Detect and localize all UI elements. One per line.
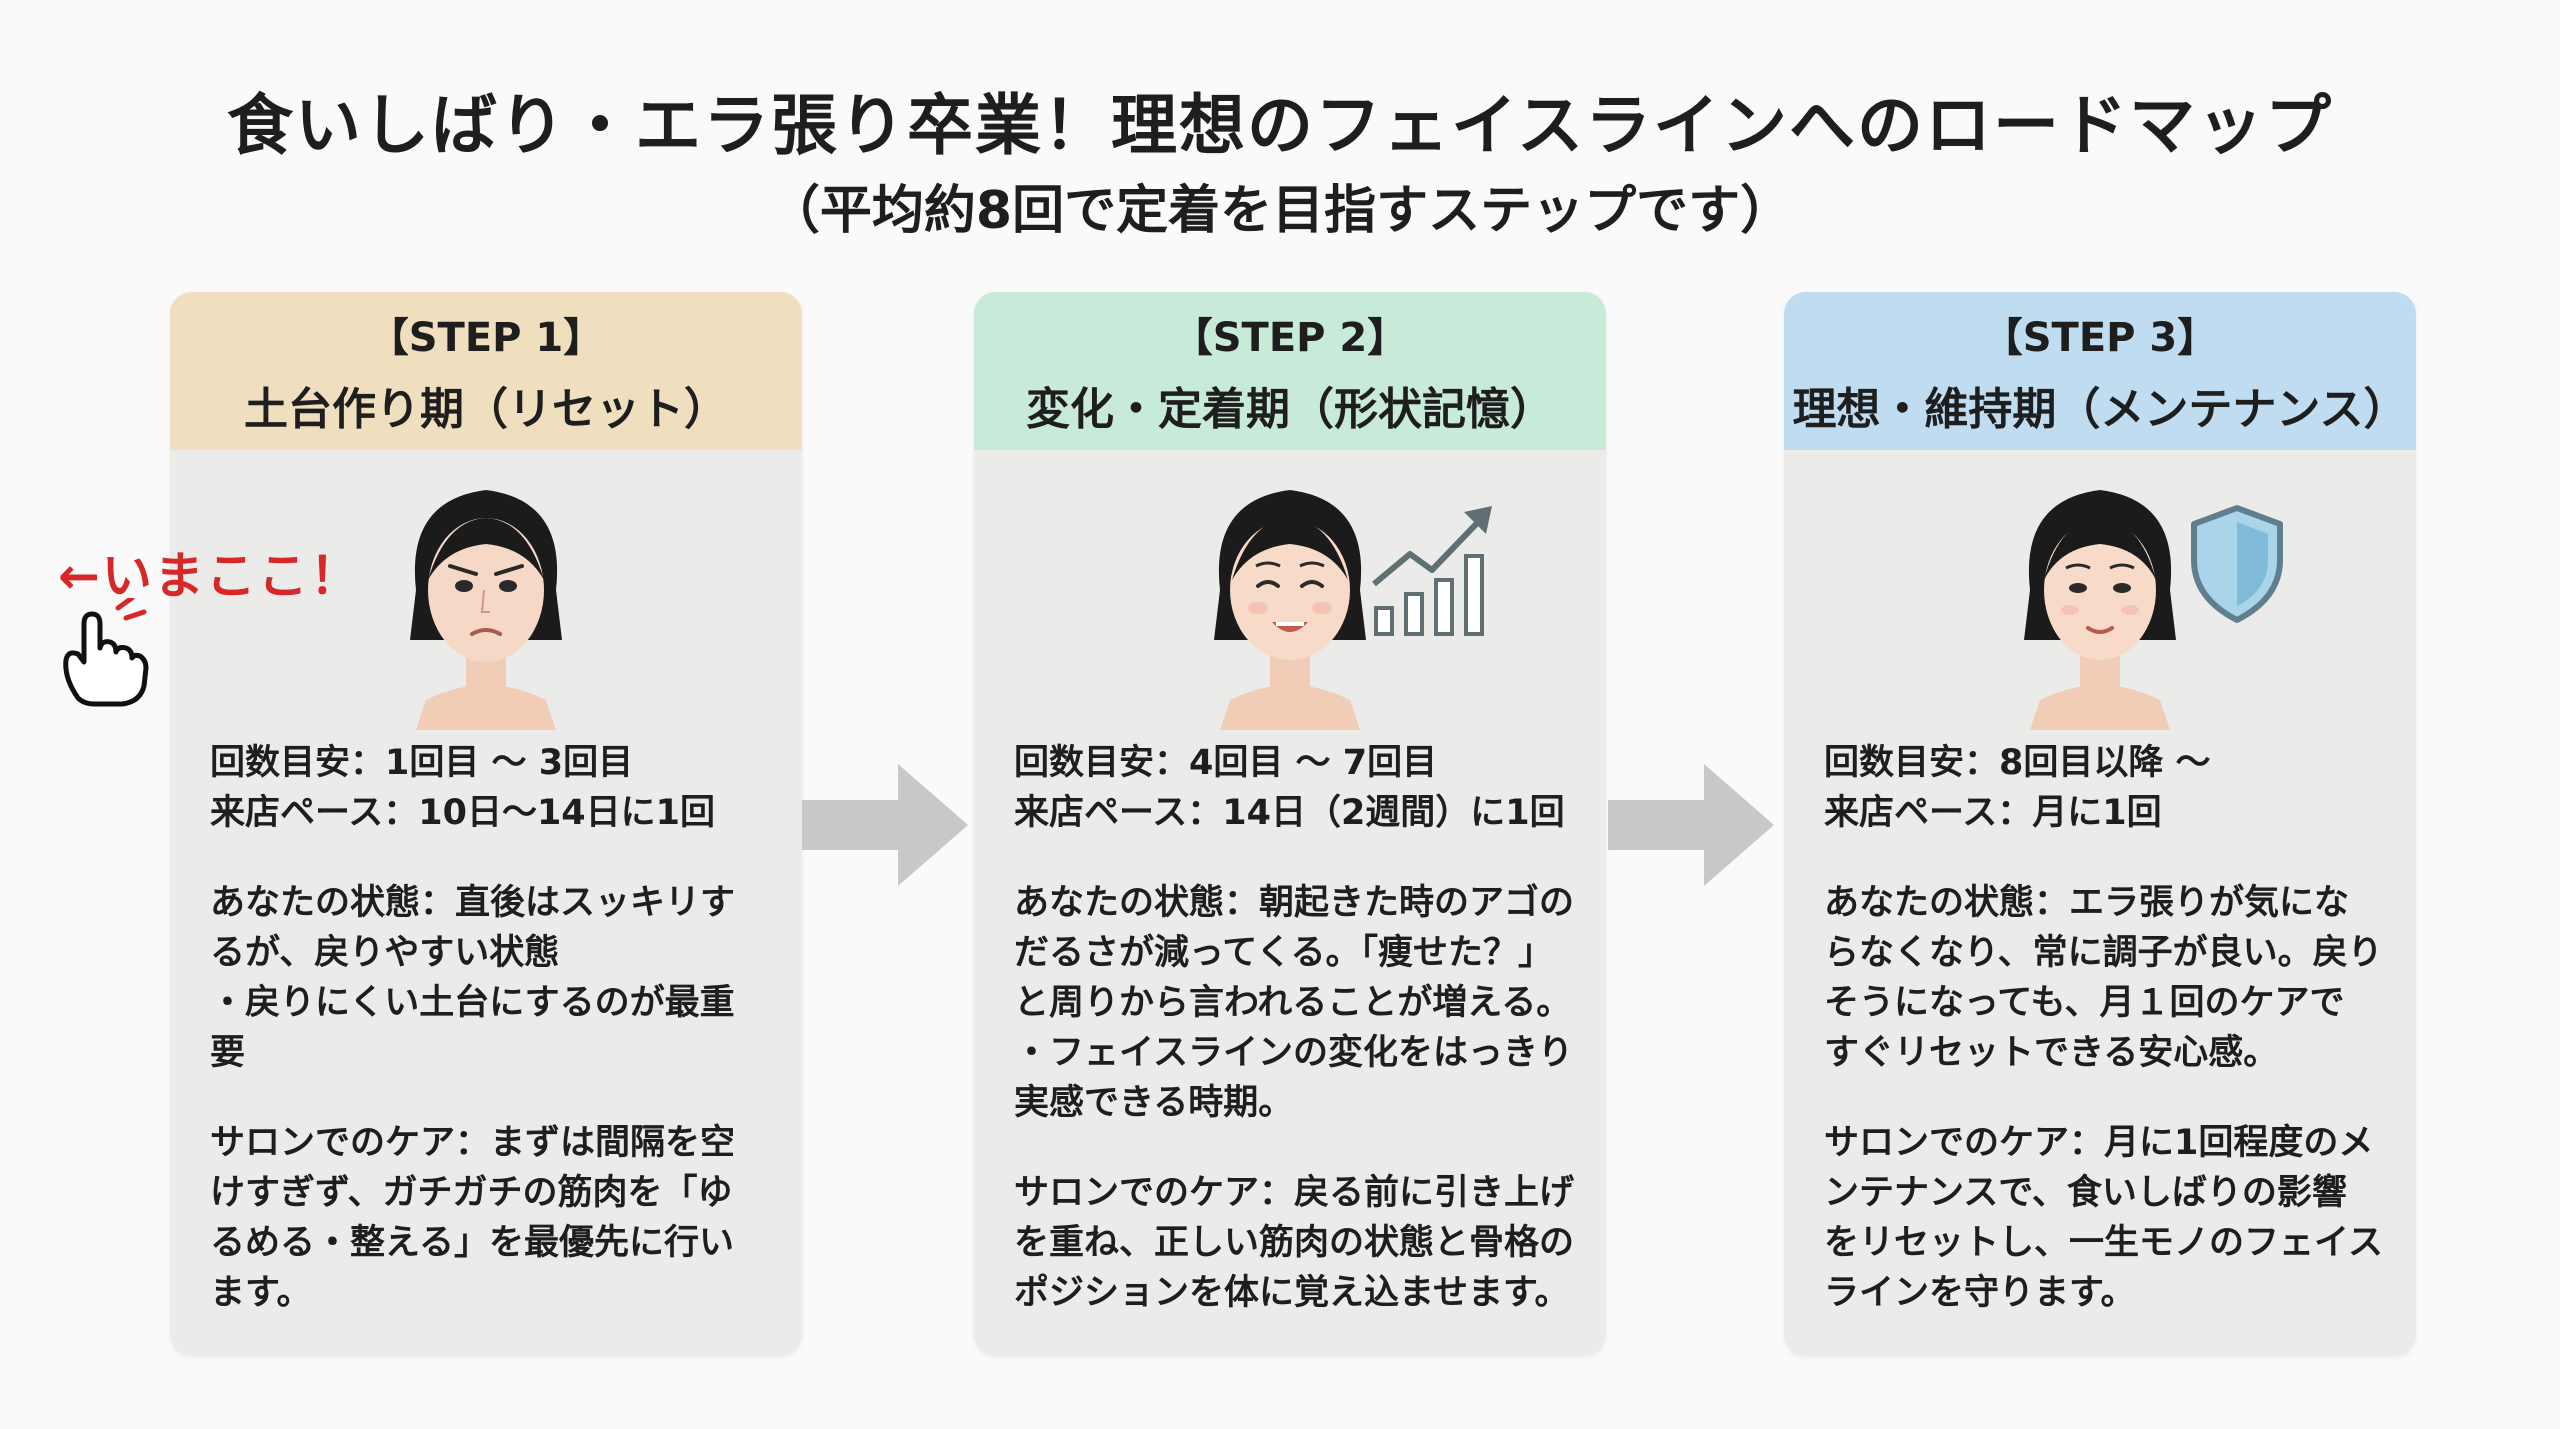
- step-header-2: 【STEP 2】 変化・定着期（形状記憶）: [974, 292, 1606, 450]
- right-arrow-icon: [1608, 764, 1774, 886]
- care-line: サロンでのケア：戻る前に引き上げ: [1014, 1173, 1575, 1213]
- step-name: 変化・定着期（形状記憶）: [1026, 384, 1554, 435]
- care-line: ます。: [210, 1273, 312, 1313]
- care-description: サロンでのケア：戻る前に引き上げ を重ね、正しい筋肉の状態と骨格の ポジションを…: [1014, 1168, 1574, 1318]
- shield-icon: [2191, 505, 2283, 623]
- visit-pace: 来店ペース：10日～14日に1回: [210, 793, 716, 833]
- state-line: らなくなり、常に調子が良い。戻り: [1824, 933, 2383, 973]
- state-line: と周りから言われることが増える。: [1014, 983, 1572, 1023]
- step-body-3: 回数目安：8回目以降 ～ 来店ペース：月に1回 あなたの状態：エラ張りが気にな …: [1824, 738, 2384, 1356]
- state-description: あなたの状態：直後はスッキリす るが、戻りやすい状態 ・戻りにくい土台にするのが…: [210, 878, 770, 1078]
- frowning-face-icon: [410, 490, 562, 730]
- state-description: あなたの状態：朝起きた時のアゴの だるさが減ってくる。「痩せた？」 と周りから言…: [1014, 878, 1574, 1128]
- state-line: あなたの状態：直後はスッキリす: [210, 883, 736, 923]
- state-line: 実感できる時期。: [1014, 1083, 1294, 1123]
- growth-chart-icon: [1372, 506, 1492, 636]
- care-line: るめる・整える」を最優先に行い: [210, 1223, 734, 1263]
- right-arrow-icon: [802, 764, 968, 886]
- step-name: 理想・維持期（メンテナンス）: [1792, 384, 2408, 435]
- pointing-hand-icon: [63, 598, 149, 707]
- care-line: サロンでのケア：まずは間隔を空: [210, 1123, 736, 1163]
- page-subtitle: （平均約8回で定着を目指すステップです）: [767, 181, 1793, 241]
- step-card-1: 【STEP 1】 土台作り期（リセット） 回数目安：1回目 ～ 3回目 来店ペー…: [170, 292, 802, 1356]
- state-line: ・戻りにくい土台にするのが最重: [210, 983, 735, 1023]
- visit-count: 回数目安：1回目 ～ 3回目: [210, 743, 634, 783]
- step-body-1: 回数目安：1回目 ～ 3回目 来店ペース：10日～14日に1回 あなたの状態：直…: [210, 738, 770, 1356]
- care-description: サロンでのケア：まずは間隔を空 けすぎず、ガチガチの筋肉を「ゆ るめる・整える」…: [210, 1118, 770, 1318]
- step-header-1: 【STEP 1】 土台作り期（リセット）: [170, 292, 802, 450]
- step-illustration-2: [974, 450, 1606, 1020]
- visit-count: 回数目安：4回目 ～ 7回目: [1014, 743, 1438, 783]
- state-line: 要: [210, 1033, 246, 1073]
- current-position-label: ←いまここ！: [58, 547, 362, 605]
- step-header-3: 【STEP 3】 理想・維持期（メンテナンス）: [1784, 292, 2416, 450]
- smiling-face-icon: [1214, 490, 1366, 730]
- state-line: るが、戻りやすい状態: [210, 933, 560, 973]
- state-line: だるさが減ってくる。「痩せた？」: [1014, 933, 1554, 973]
- step-card-3: 【STEP 3】 理想・維持期（メンテナンス） 回数目安：8回目以降 ～ 来店ペ…: [1784, 292, 2416, 1356]
- step-card-2: 【STEP 2】 変化・定着期（形状記憶）: [974, 292, 1606, 1356]
- care-line: ンテナンスで、食いしばりの影響: [1824, 1173, 2347, 1213]
- step-label: 【STEP 1】: [368, 315, 604, 361]
- care-line: を重ね、正しい筋肉の状態と骨格の: [1014, 1223, 1575, 1263]
- step-label: 【STEP 2】: [1172, 315, 1408, 361]
- calm-face-icon: [2024, 490, 2176, 730]
- care-line: サロンでのケア：月に1回程度のメ: [1824, 1123, 2374, 1163]
- state-description: あなたの状態：エラ張りが気にな らなくなり、常に調子が良い。戻り そうになっても…: [1824, 878, 2384, 1078]
- step-label: 【STEP 3】: [1982, 315, 2218, 361]
- care-line: ポジションを体に覚え込ませます。: [1014, 1273, 1570, 1313]
- care-line: をリセットし、一生モノのフェイス: [1824, 1223, 2383, 1263]
- step-illustration-3: [1784, 450, 2416, 1020]
- visit-pace: 来店ペース：月に1回: [1824, 793, 2162, 833]
- step-body-2: 回数目安：4回目 ～ 7回目 来店ペース：14日（2週間）に1回 あなたの状態：…: [1014, 738, 1574, 1356]
- care-line: ラインを守ります。: [1824, 1273, 2136, 1313]
- state-line: すぐリセットできる安心感。: [1824, 1033, 2279, 1073]
- visit-count: 回数目安：8回目以降 ～: [1824, 743, 2211, 783]
- step-illustration-1: [170, 450, 802, 1020]
- state-line: あなたの状態：エラ張りが気にな: [1824, 883, 2350, 923]
- page-title: 食いしばり・エラ張り卒業！理想のフェイスラインへのロードマップ: [226, 87, 2334, 164]
- state-line: あなたの状態：朝起きた時のアゴの: [1014, 883, 1575, 923]
- step-name: 土台作り期（リセット）: [244, 384, 728, 435]
- care-description: サロンでのケア：月に1回程度のメ ンテナンスで、食いしばりの影響 をリセットし、…: [1824, 1118, 2384, 1318]
- state-line: そうになっても、月１回のケアで: [1824, 983, 2345, 1023]
- care-line: けすぎず、ガチガチの筋肉を「ゆ: [210, 1173, 733, 1213]
- state-line: ・フェイスラインの変化をはっきり: [1014, 1033, 1573, 1073]
- visit-pace: 来店ペース：14日（2週間）に1回: [1014, 793, 1565, 833]
